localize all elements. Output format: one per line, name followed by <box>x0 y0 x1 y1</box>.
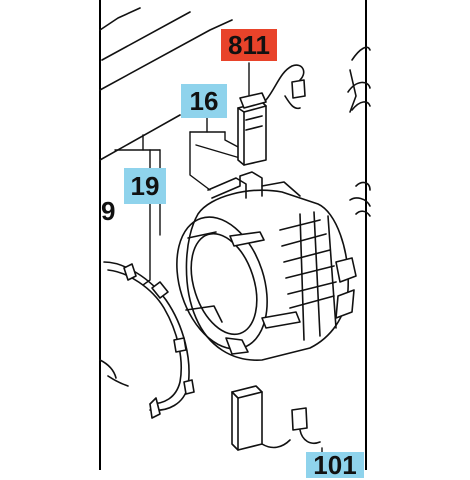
diagram-canvas: 811 16 19 101 9 <box>99 0 371 478</box>
carbon-brush-bottom <box>231 385 263 451</box>
leader-lines-19 <box>114 134 161 286</box>
brush-holder-assembly <box>176 171 357 361</box>
housing-outline-top-left <box>99 7 233 161</box>
leader-lines-16 <box>189 111 241 191</box>
adjacent-part-top-right <box>347 46 371 113</box>
callout-101-text: 101 <box>313 450 357 480</box>
carbon-brush-top <box>237 92 267 166</box>
exploded-parts-diagram <box>99 0 371 470</box>
callout-16-text: 16 <box>189 86 219 116</box>
brush-lead-wire-top <box>265 64 306 110</box>
callout-16: 16 <box>181 84 227 118</box>
adjacent-part-mid-right <box>349 181 371 217</box>
partial-callout-left-text: 9 <box>101 196 116 226</box>
retaining-spring-clip <box>99 261 195 419</box>
partial-callout-left: 9 <box>101 198 115 224</box>
callout-811-text: 811 <box>228 30 270 60</box>
brush-lead-wire-bottom <box>261 407 321 449</box>
callout-19: 19 <box>124 168 166 204</box>
callout-811: 811 <box>221 29 277 61</box>
callout-101: 101 <box>306 452 364 478</box>
callout-19-text: 19 <box>130 171 160 201</box>
